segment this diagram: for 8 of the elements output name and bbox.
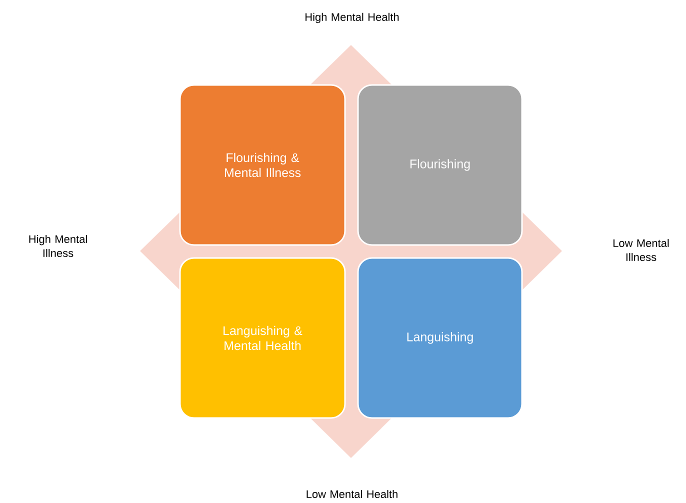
quadrant-box: Languishing: [357, 257, 523, 419]
quadrant-box: Flourishing: [357, 84, 523, 246]
axis-label: Low Mental Health: [306, 490, 398, 498]
quadrant-box: Flourishing & Mental Illness: [179, 84, 346, 246]
axis-label: Low Mental Illness: [613, 238, 669, 262]
axis-label: High Mental Illness: [29, 234, 87, 258]
quadrant-box: Languishing & Mental Health: [179, 257, 346, 419]
axis-label: High Mental Health: [306, 12, 399, 24]
